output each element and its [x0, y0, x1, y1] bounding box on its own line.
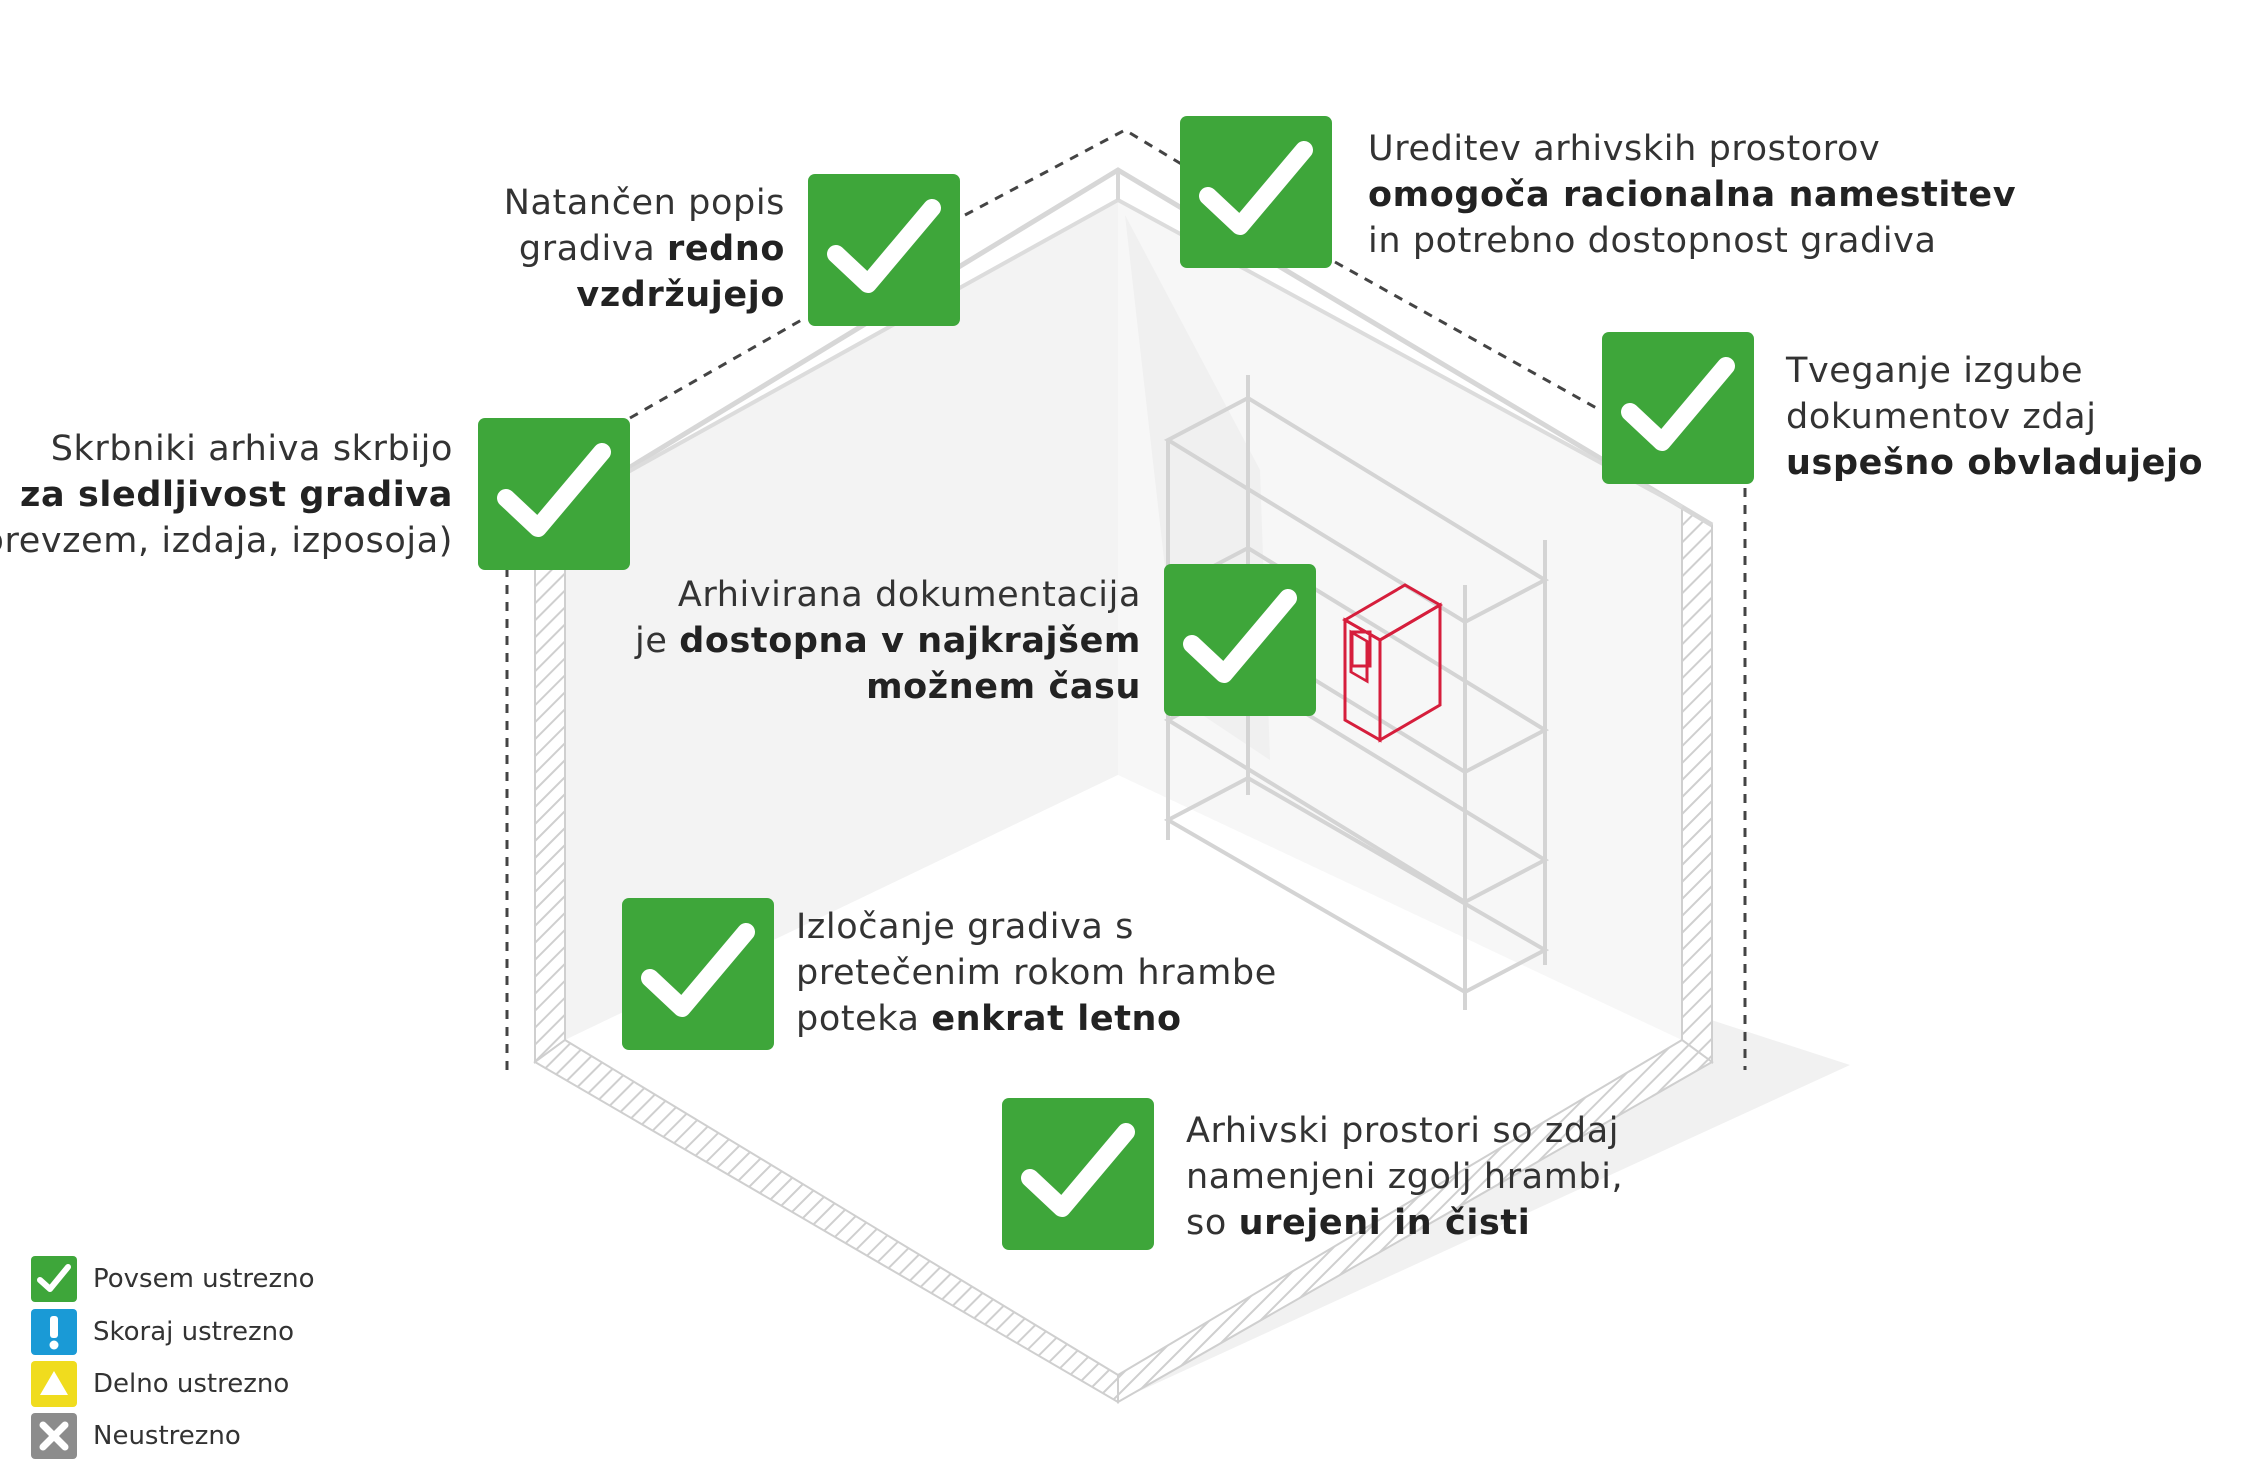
- dostopna-checkmark-badge: [1164, 564, 1316, 716]
- legend-swatch-green: [31, 1256, 77, 1302]
- checkmark-icon: [37, 1264, 71, 1292]
- legend-item-povsem-ustrezno: Povsem ustrezno: [31, 1256, 431, 1302]
- left-wall-section: [534, 505, 566, 1064]
- izlocanje-label: Izločanje gradiva s pretečenim rokom hra…: [796, 907, 1277, 1039]
- dostopna-label: Arhivirana dokumentacija je dostopna v n…: [635, 575, 1141, 707]
- checkmark-icon: [1183, 589, 1297, 683]
- legend-label: Povsem ustrezno: [93, 1264, 315, 1294]
- prostori-label: Arhivski prostori so zdaj namenjeni zgol…: [1186, 1111, 1624, 1243]
- legend-swatch-blue: [31, 1309, 77, 1355]
- left-wall: [565, 200, 1118, 1040]
- legend-swatch-yellow: [31, 1361, 77, 1407]
- checkmark-icon: [1021, 1123, 1135, 1217]
- floor: [565, 775, 1682, 1375]
- right-wall: [1118, 200, 1682, 1040]
- binder-label: [1350, 630, 1372, 668]
- checkmark-icon: [1621, 357, 1735, 451]
- floor-right-section: [1117, 1038, 1714, 1404]
- cross-icon: [39, 1421, 69, 1451]
- legend-item-delno-ustrezno: Delno ustrezno: [31, 1361, 431, 1407]
- checkmark-icon: [641, 923, 755, 1017]
- legend-label: Delno ustrezno: [93, 1369, 290, 1399]
- legend-swatch-gray: [31, 1413, 77, 1459]
- checkmark-icon: [497, 443, 611, 537]
- izlocanje-checkmark-badge: [622, 898, 774, 1050]
- tveganje-label: Tveganje izgube dokumentov zdaj uspešno …: [1786, 351, 2204, 483]
- prostori-checkmark-badge: [1002, 1098, 1154, 1250]
- skrbniki-checkmark-badge: [478, 418, 630, 570]
- exclamation-icon: [49, 1316, 59, 1350]
- warning-triangle-icon: [40, 1371, 68, 1395]
- legend-item-neustrezno: Neustrezno: [31, 1413, 431, 1459]
- popis-label: Natančen popis gradiva redno vzdržujejo: [503, 183, 785, 315]
- popis-checkmark-badge: [808, 174, 960, 326]
- legend-label: Skoraj ustrezno: [93, 1317, 295, 1347]
- ureditev-label: Ureditev arhivskih prostorov omogoča rac…: [1368, 129, 2017, 261]
- right-wall-section: [1681, 505, 1713, 1064]
- legend-label: Neustrezno: [93, 1421, 241, 1451]
- checkmark-icon: [1199, 141, 1313, 235]
- checkmark-icon: [827, 199, 941, 293]
- skrbniki-label: Skrbniki arhiva skrbijo za sledljivost g…: [0, 429, 453, 561]
- ureditev-checkmark-badge: [1180, 116, 1332, 268]
- tveganje-checkmark-badge: [1602, 332, 1754, 484]
- legend-item-skoraj-ustrezno: Skoraj ustrezno: [31, 1309, 431, 1355]
- dashed-outline: [505, 128, 1747, 1070]
